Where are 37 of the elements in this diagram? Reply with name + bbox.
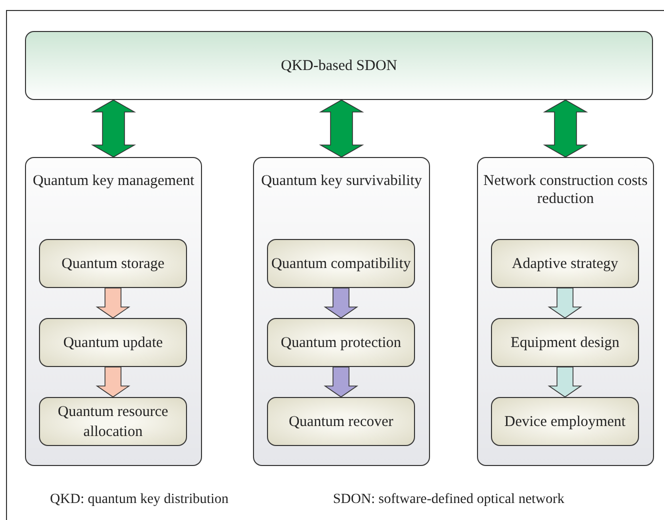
box-label: Adaptive strategy [512, 254, 618, 274]
group-panel [253, 157, 430, 466]
block-arrow [548, 288, 582, 318]
process-box [491, 318, 639, 367]
process-box [491, 239, 639, 288]
block-arrow [324, 288, 358, 318]
box-label: Quantum resource allocation [56, 402, 170, 442]
block-arrow [324, 366, 358, 398]
box-label: Equipment design [510, 334, 620, 352]
block-arrow [548, 366, 582, 398]
header-box [25, 31, 653, 100]
process-box [39, 318, 187, 367]
box-label: Quantum update [63, 334, 163, 352]
process-box [491, 397, 639, 446]
box-label: Quantum storage [62, 254, 164, 274]
group-panel [477, 157, 654, 466]
process-box [39, 397, 187, 446]
footnote: QKD: quantum key distribution [50, 492, 228, 508]
group-heading: Quantum key management [32, 172, 196, 190]
box-label: Quantum protection [280, 334, 402, 352]
box-label: Quantum compatibility [271, 254, 411, 274]
box-label: Quantum recover [288, 412, 394, 432]
footnote: SDON: software-defined optical network [333, 492, 564, 508]
block-arrow [96, 288, 130, 318]
block-arrow [96, 366, 130, 398]
process-box [267, 239, 415, 288]
box-label: QKD-based SDON [280, 56, 398, 74]
block-arrow [543, 100, 588, 158]
process-box [267, 318, 415, 367]
block-arrow [91, 100, 136, 158]
group-heading: Network construction costs reduction [482, 172, 649, 208]
group-panel [25, 157, 202, 466]
process-box [267, 397, 415, 446]
box-label: Device employment [504, 412, 626, 432]
group-heading: Quantum key survivability [260, 172, 423, 190]
process-box [39, 239, 187, 288]
block-arrow [319, 100, 364, 158]
